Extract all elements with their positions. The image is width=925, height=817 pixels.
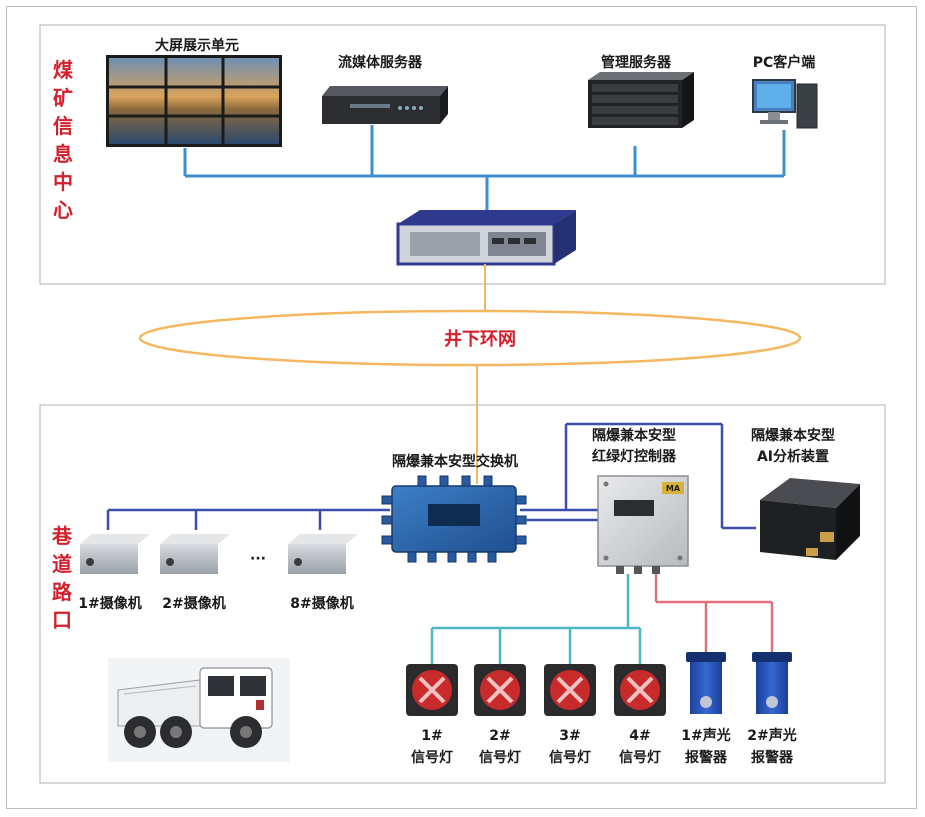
info-center-title-char: 信 xyxy=(53,114,73,138)
signal-1-label: 信号灯 xyxy=(411,749,453,766)
roadway-title-char: 路 xyxy=(52,580,73,604)
mgmt-server-label: 管理服务器 xyxy=(601,54,672,71)
roadway-title-char: 口 xyxy=(52,608,72,632)
traffic-light-controller-icon: MA xyxy=(597,475,689,574)
camera-1 xyxy=(80,534,150,574)
sound-light-alarm-1 xyxy=(686,652,726,714)
switch-label: 隔爆兼本安型交换机 xyxy=(392,453,518,470)
signal-4-num: 4# xyxy=(629,728,650,744)
outer-frame xyxy=(6,6,917,809)
signal-light-1 xyxy=(406,664,458,716)
camera-2 xyxy=(160,534,230,574)
info-center-title: 煤 矿 信 息 中 心 xyxy=(53,58,73,222)
video-wall-icon xyxy=(106,55,282,147)
signal-light-2 xyxy=(474,664,526,716)
video-wall-label: 大屏展示单元 xyxy=(155,37,239,54)
rack-server-icon xyxy=(588,72,694,128)
signal-light-4 xyxy=(614,664,666,716)
ai-analysis-device-icon xyxy=(760,478,860,560)
roadway-title: 巷 道 路 口 xyxy=(51,524,73,632)
camera-8-label: 8#摄像机 xyxy=(290,595,353,612)
signal-4-label: 信号灯 xyxy=(619,749,661,766)
camera-8 xyxy=(288,534,358,574)
ring-label: 井下环网 xyxy=(444,328,516,350)
signal-light-3 xyxy=(544,664,596,716)
signal-1-num: 1# xyxy=(421,728,442,744)
stream-server-label: 流媒体服务器 xyxy=(338,54,423,71)
signal-2-num: 2# xyxy=(489,728,510,744)
pc-client-label: PC客户端 xyxy=(753,54,816,71)
controller-label-line2: 红绿灯控制器 xyxy=(592,448,677,465)
camera-1-label: 1#摄像机 xyxy=(78,595,141,612)
info-center-title-char: 煤 xyxy=(53,58,73,82)
desktop-computer-icon xyxy=(752,79,818,129)
signal-3-num: 3# xyxy=(559,728,580,744)
alarm-1-label: 报警器 xyxy=(685,749,728,766)
switch-links xyxy=(106,422,756,530)
signal-links xyxy=(430,574,642,664)
dvr-server-icon xyxy=(322,86,448,124)
sound-light-alarm-2 xyxy=(752,652,792,714)
alarm-links xyxy=(654,574,774,652)
ai-label-line1: 隔爆兼本安型 xyxy=(751,427,835,444)
alarm-1-num: 1#声光 xyxy=(681,727,730,744)
info-center-title-char: 矿 xyxy=(53,86,73,110)
alarm-2-label: 报警器 xyxy=(751,749,794,766)
controller-badge: MA xyxy=(666,484,681,493)
camera-2-label: 2#摄像机 xyxy=(162,595,225,612)
underground-ring-network xyxy=(138,309,802,367)
info-center-title-char: 中 xyxy=(53,170,73,194)
explosion-proof-switch-icon xyxy=(381,475,527,563)
mine-truck-icon xyxy=(108,658,290,762)
roadway-title-char: 巷 xyxy=(51,524,73,548)
camera-ellipsis: ··· xyxy=(250,551,266,567)
roadway-title-char: 道 xyxy=(52,552,72,576)
info-center-title-char: 息 xyxy=(53,142,73,166)
signal-2-label: 信号灯 xyxy=(479,749,521,766)
controller-label-line1: 隔爆兼本安型 xyxy=(592,427,676,444)
roadway-panel xyxy=(39,404,886,784)
info-center-title-char: 心 xyxy=(53,198,73,222)
ai-label-line2: AI分析装置 xyxy=(757,448,829,465)
signal-3-label: 信号灯 xyxy=(549,749,591,766)
alarm-2-num: 2#声光 xyxy=(747,727,796,744)
info-center-bus xyxy=(183,125,786,210)
core-switch-icon xyxy=(396,210,576,266)
